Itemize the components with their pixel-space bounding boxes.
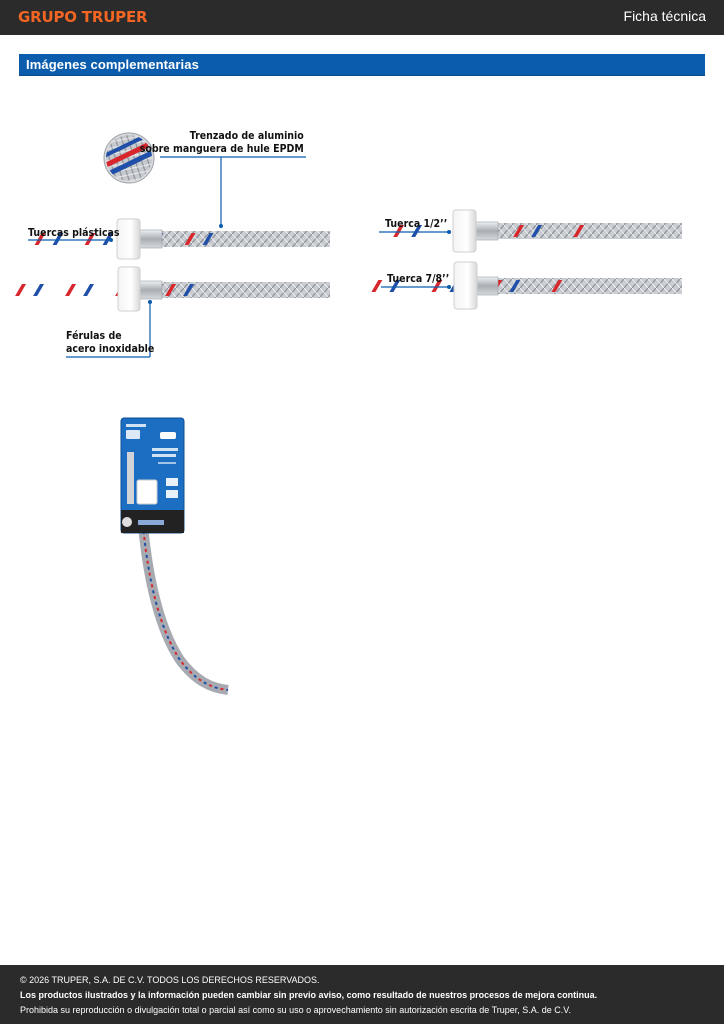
section-title: Imágenes complementarias xyxy=(26,57,199,72)
footer: © 2026 TRUPER, S.A. DE C.V. TODOS LOS DE… xyxy=(0,965,724,1024)
hose-seven-eighths xyxy=(371,261,682,310)
leader-lines-left xyxy=(28,156,306,358)
label-nut-seven-eighths: Tuerca 7/8’’ xyxy=(387,272,450,285)
brand-logo: GRUPO TRUPER xyxy=(18,8,148,26)
hose-upper xyxy=(34,218,330,260)
document-type: Ficha técnica xyxy=(623,8,706,24)
label-braid: Trenzado de aluminio sobre manguera de h… xyxy=(139,129,304,155)
footer-copyright: © 2026 TRUPER, S.A. DE C.V. TODOS LOS DE… xyxy=(20,975,320,985)
product-package-photo xyxy=(120,417,229,695)
label-ferrules: Férulas de acero inoxidable xyxy=(66,329,155,355)
hose-lower xyxy=(15,266,330,312)
section-header: Imágenes complementarias xyxy=(19,54,705,76)
hose-half-inch xyxy=(393,209,682,253)
header-bar: GRUPO TRUPER Ficha técnica xyxy=(0,0,724,35)
leader-lines-right xyxy=(379,230,451,289)
label-nut-half-inch: Tuerca 1/2’’ xyxy=(385,217,448,230)
braid-detail-icon xyxy=(103,132,155,184)
label-plastic-nuts: Tuercas plásticas xyxy=(28,226,120,239)
footer-prohibition: Prohibida su reproducción o divulgación … xyxy=(20,1005,571,1015)
footer-notice: Los productos ilustrados y la informació… xyxy=(20,990,598,1000)
